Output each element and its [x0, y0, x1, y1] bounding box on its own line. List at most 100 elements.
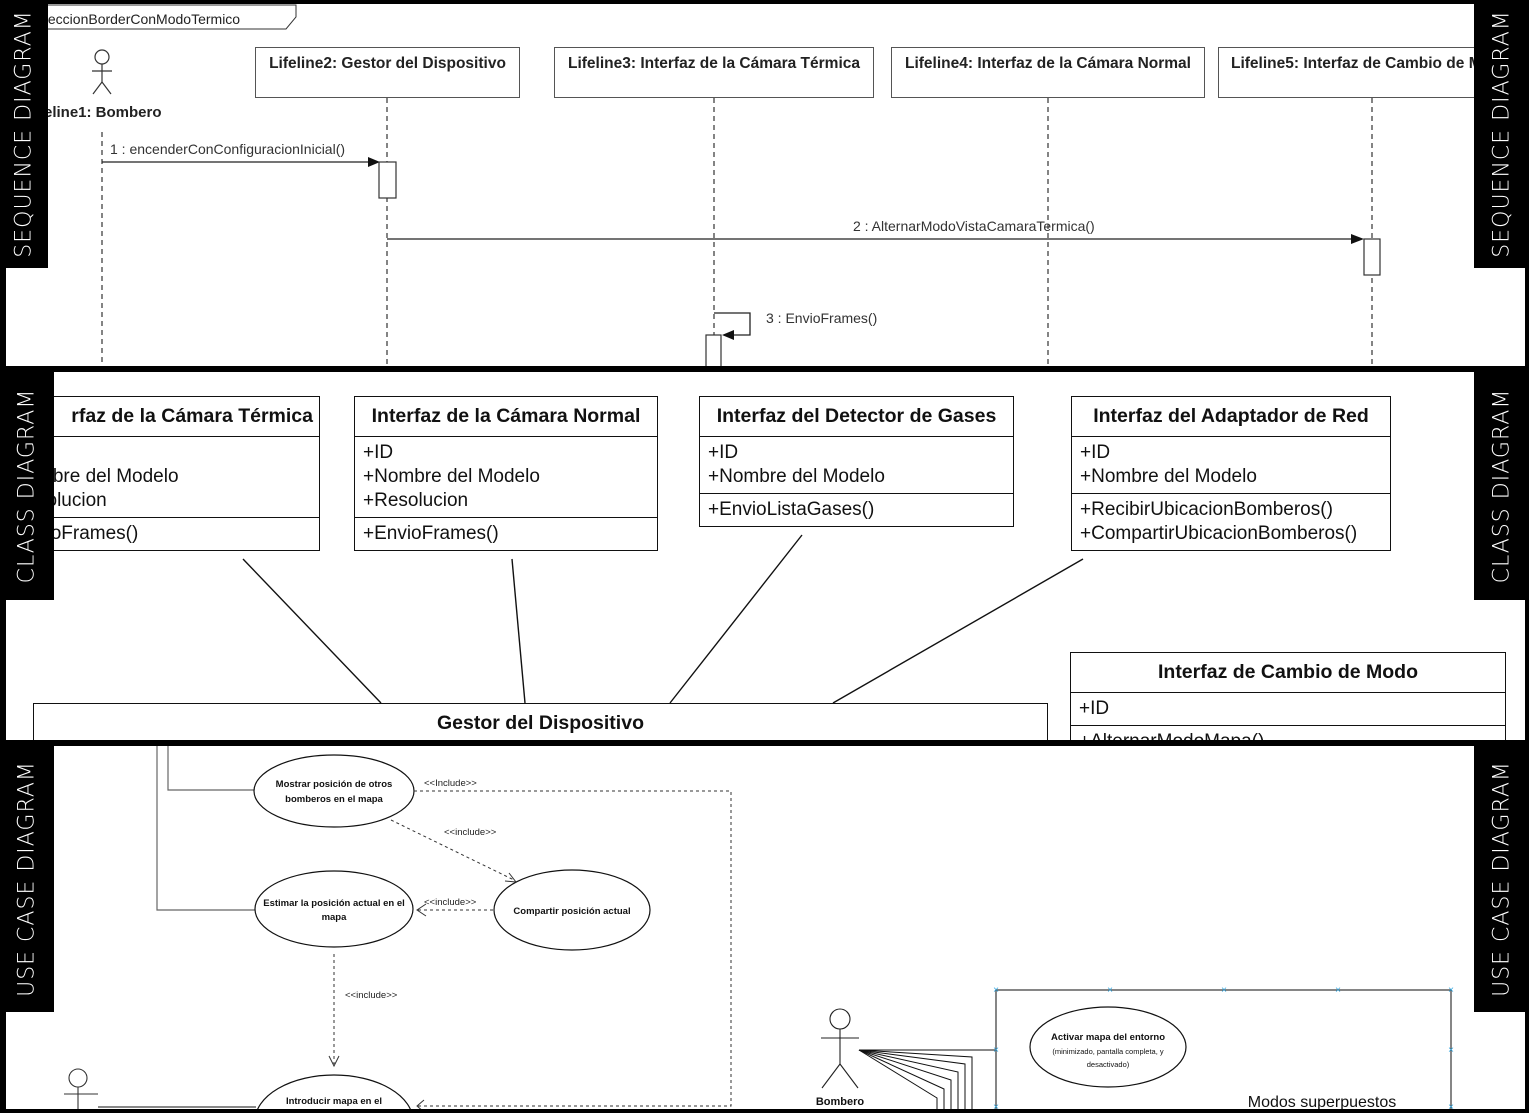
svg-text:×: ×	[993, 1045, 999, 1056]
actor-connectors	[98, 746, 256, 1108]
message-label: 1 : encenderConConfiguracionInicial()	[110, 141, 345, 157]
svg-text:×: ×	[1448, 985, 1454, 996]
class-attribute: +ID	[1080, 442, 1111, 463]
class-method: +RecibirUbicacionBomberos()	[1080, 499, 1333, 520]
lifeline-box: Lifeline3: Interfaz de la Cámara Térmica	[554, 47, 874, 98]
self-message-arrow	[714, 312, 751, 336]
class-box: rfaz de la Cámara Térmica mbre del Model…	[6, 396, 320, 551]
activation-bar	[705, 334, 722, 366]
class-method: vioFrames()	[37, 523, 139, 544]
class-attribute: +Nombre del Modelo	[1080, 466, 1257, 487]
class-attribute: +Nombre del Modelo	[363, 466, 540, 487]
lifeline-label: Lifeline3: Interfaz de la Cámara Térmica	[567, 55, 861, 72]
class-box: Interfaz de la Cámara Normal +ID +Nombre…	[354, 396, 658, 551]
class-attribute: mbre del Modelo	[37, 466, 179, 487]
svg-text:×: ×	[993, 1102, 999, 1109]
include-arrows	[333, 790, 732, 1107]
side-label-right-use-case: USE CASE DIAGRAM	[1474, 746, 1529, 1012]
actor-label: eline1: Bombero	[44, 104, 162, 121]
class-attribute: solucion	[37, 490, 107, 511]
use-case-ellipse	[493, 869, 651, 951]
association-line	[832, 558, 1084, 704]
activation-bar	[378, 161, 397, 199]
class-box: Interfaz del Adaptador de Red +ID +Nombr…	[1071, 396, 1391, 551]
class-method: +CompartirUbicacionBomberos()	[1080, 523, 1358, 544]
use-case-label: Introducir mapa en el	[286, 1096, 382, 1107]
lifeline-label: Lifeline2: Gestor del Dispositivo	[269, 55, 506, 72]
association-line	[511, 558, 526, 704]
class-name: Interfaz de la Cámara Normal	[355, 397, 657, 437]
include-label: <<include>>	[444, 827, 497, 838]
side-label-left-class: CLASS DIAGRAM	[0, 372, 54, 600]
boundary-label: Modos superpuestos	[1248, 1094, 1397, 1109]
class-name: rfaz de la Cámara Térmica	[7, 397, 319, 437]
message-label: 2 : AlternarModoVistaCamaraTermica()	[853, 218, 1095, 234]
class-attribute: +Nombre del Modelo	[708, 466, 885, 487]
include-label: <<include>>	[345, 990, 398, 1001]
sequence-diagram-panel: teccionBorderConModoTermico eline1: Bomb…	[6, 4, 1525, 366]
arrowhead-icon	[722, 330, 734, 340]
arrowhead-icon	[368, 157, 380, 167]
include-label: <<include>>	[424, 897, 477, 908]
lifeline-lines	[101, 98, 1373, 366]
use-case-ellipse	[1029, 1006, 1187, 1088]
association-line	[669, 534, 803, 704]
arrowhead-icon	[1351, 234, 1364, 244]
class-attribute: +ID	[1079, 698, 1110, 719]
selection-handles: × × × × × × × × ×	[993, 985, 1454, 1109]
lifeline-box: Lifeline2: Gestor del Dispositivo	[255, 47, 520, 98]
actor-icon	[64, 1068, 98, 1109]
class-name: Interfaz del Detector de Gases	[700, 397, 1013, 437]
lifeline-box: Lifeline5: Interfaz de Cambio de M	[1218, 47, 1508, 98]
svg-text:×: ×	[1448, 1045, 1454, 1056]
class-attribute: +ID	[708, 442, 739, 463]
class-attribute	[37, 441, 311, 465]
actor-icon	[821, 1008, 859, 1089]
actor-icon	[92, 49, 112, 95]
svg-text:×: ×	[1335, 985, 1341, 996]
class-box: Interfaz de Cambio de Modo +ID +Alternar…	[1070, 652, 1506, 740]
message-label: 3 : EnvioFrames()	[766, 310, 877, 326]
actor-associations	[858, 1049, 996, 1109]
side-label-right-sequence: SEQUENCE DIAGRAM	[1474, 0, 1529, 268]
activation-bar	[1363, 238, 1381, 276]
svg-text:×: ×	[1107, 985, 1113, 996]
class-method: +EnvioFrames()	[363, 523, 499, 544]
central-class-box: Gestor del Dispositivo	[33, 703, 1048, 740]
class-diagram-panel: rfaz de la Cámara Térmica mbre del Model…	[6, 372, 1525, 740]
class-name: Gestor del Dispositivo	[437, 712, 644, 734]
svg-text:×: ×	[1448, 1102, 1454, 1109]
use-case-label: Activar mapa del entorno	[1051, 1032, 1165, 1043]
svg-text:×: ×	[1221, 985, 1227, 996]
class-associations	[242, 534, 1084, 704]
lifeline-box: Lifeline4: Interfaz de la Cámara Normal	[891, 47, 1205, 98]
frame-title: teccionBorderConModoTermico	[44, 11, 240, 27]
include-label: <<Include>>	[424, 778, 477, 789]
use-case-label: Compartir posición actual	[513, 906, 630, 917]
actor-label: Bombero	[816, 1096, 865, 1108]
lifeline-label: Lifeline5: Interfaz de Cambio de M	[1231, 55, 1482, 72]
arrowhead-icons	[328, 872, 518, 1109]
class-name: Interfaz de Cambio de Modo	[1071, 653, 1505, 693]
class-method: +AlternarModoMapa()	[1079, 730, 1497, 740]
side-label-right-class: CLASS DIAGRAM	[1474, 372, 1529, 600]
class-method: +EnvioListaGases()	[708, 499, 875, 520]
lifeline-label: Lifeline4: Interfaz de la Cámara Normal	[905, 55, 1191, 72]
class-box: Interfaz del Detector de Gases +ID +Nomb…	[699, 396, 1014, 527]
side-label-left-use-case: USE CASE DIAGRAM	[0, 746, 54, 1012]
system-boundary	[995, 989, 1452, 1109]
sequence-diagram-canvas: teccionBorderConModoTermico eline1: Bomb…	[6, 4, 1381, 366]
use-case-ellipse	[254, 870, 414, 948]
class-attribute: +ID	[363, 442, 394, 463]
svg-text:×: ×	[993, 985, 999, 996]
side-label-left-sequence: SEQUENCE DIAGRAM	[0, 0, 48, 268]
class-attribute: +Resolucion	[363, 490, 469, 511]
association-line	[242, 558, 382, 704]
use-case-ellipse	[253, 754, 415, 828]
class-name: Interfaz del Adaptador de Red	[1072, 397, 1390, 437]
